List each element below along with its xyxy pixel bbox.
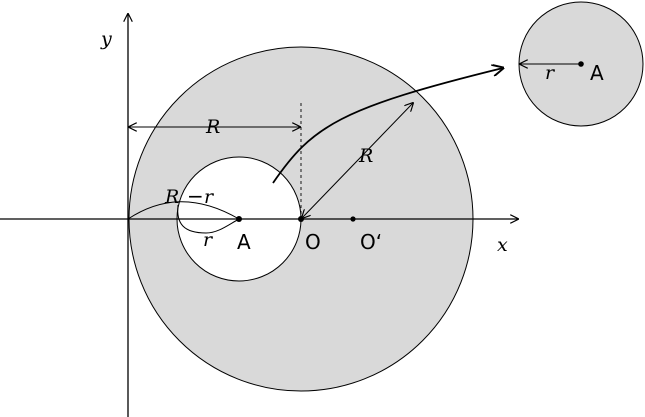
point-o-dot [298,216,304,222]
brace-r-minus [127,201,240,220]
label-r-minus-big: R [164,186,179,208]
r-diagonal-dimension [302,103,413,218]
label-r-inner: r [203,229,214,251]
label-minus-sign: − [187,184,204,208]
point-a-inset-dot [578,61,584,67]
transfer-arrow [272,68,503,184]
label-point-o: O [305,230,321,254]
label-point-a: A [237,230,251,254]
point-a-dot [236,216,242,222]
label-r-inset: r [545,62,556,84]
x-axis-label: x [497,234,508,256]
brace-r-inner [177,204,240,234]
label-r-main: r [204,186,215,208]
label-point-o-prime: O‘ [360,230,382,254]
label-r-horizontal: R [205,116,220,138]
label-point-a-inset: A [590,61,604,85]
y-axis-label: y [100,28,112,50]
point-o-prime-dot [350,216,356,222]
label-r-diagonal: R [358,145,373,167]
